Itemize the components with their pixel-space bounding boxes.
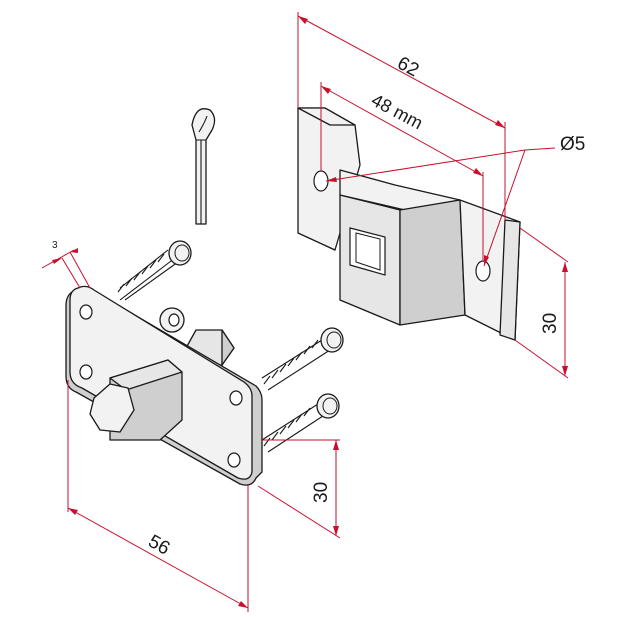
plate-hole-bottom-left [79,364,93,380]
dim-p30-arrow-top [333,440,339,450]
dim-d5-arrow-left [326,177,337,182]
bracket-square-hole-inner [355,232,381,271]
plate-hole-top-right [229,390,243,406]
cotter-pin [191,108,216,225]
screw-lower-head-recess [322,397,338,415]
screw-middle-threads [263,339,319,385]
dim-48-label: 48 mm [368,90,426,133]
dim-b30-ext-bottom [514,339,569,379]
base-plate [65,285,263,486]
dim-56-label: 56 [145,531,174,560]
bracket-hole-left [313,170,329,192]
bracket-hole-right [475,260,491,282]
screw-lower [261,393,340,453]
bracket-flange-top [297,107,356,126]
dim-d5-arrow-right [484,255,489,266]
dimension-bracket-30 [514,227,569,379]
screw-middle-shank [261,339,331,391]
dimension-plate-56 [67,380,249,612]
bracket-center-side [399,199,466,326]
screw-lower-shank [261,403,327,453]
screw-middle-head [320,327,344,353]
washer-hole [168,313,180,327]
screw-top [117,240,192,301]
dim-62-arrow-left [298,16,308,24]
dim-3-ext-left [61,257,81,289]
screw-top-shank [119,249,179,301]
dim-b30-arrow-top [562,262,568,272]
hex-spindle-end [89,383,135,433]
dim-56-line [67,507,249,609]
screw-middle-head-recess [326,331,342,349]
dim-3-label: 3 [52,240,58,251]
dim-d5-leader-left [325,149,526,182]
dim-p30-ext-bottom [257,485,341,539]
dim-48-arrow-left [321,86,331,94]
cotter-pin-body [191,108,216,225]
dim-62-line [297,15,506,129]
hex-nut-side [221,329,235,366]
dim-d5-label: Ø5 [560,134,585,155]
dimension-thickness-3 [41,248,91,289]
dimension-62 [297,12,506,220]
dim-b30-label: 30 [540,313,561,334]
screw-lower-head [316,393,340,419]
dim-d5-leader-right [483,149,526,267]
dim-62-arrow-right [495,120,505,128]
dim-62-label: 62 [394,53,423,81]
plate-hole-bottom-right [227,452,241,468]
dim-b30-arrow-bottom [562,366,568,376]
dim-56-arrow-left [68,508,78,515]
dim-p30-label: 30 [311,482,332,503]
plate-hole-top-left [79,304,93,320]
screw-middle [261,327,344,391]
screw-top-head-recess [174,244,190,262]
dim-d5-shelf [524,147,556,151]
dim-p30-arrow-bottom [333,526,339,536]
screw-top-shaft [119,257,176,301]
dim-b30-ext-top [519,227,569,263]
dim-56-arrow-right [238,601,248,608]
dim-3-arrow-left [52,258,62,264]
dim-3-arrow-right [70,248,78,253]
screw-top-threads [117,253,165,293]
z-bracket [297,107,521,341]
dimension-plate-30 [257,439,341,539]
dimension-diameter [325,147,556,267]
dim-48-arrow-right [473,168,483,176]
screw-lower-threads [263,407,311,447]
dim-3-ext-right [69,251,91,289]
screw-top-head [168,240,192,266]
